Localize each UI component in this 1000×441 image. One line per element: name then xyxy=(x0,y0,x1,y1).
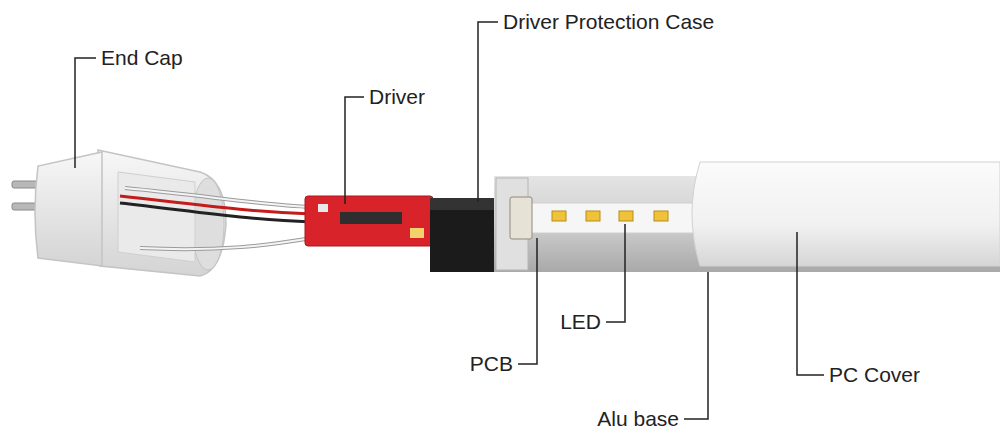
end-cap-base xyxy=(35,152,102,266)
led-chip xyxy=(619,211,633,221)
driver-board xyxy=(305,196,433,246)
driver-protection-case xyxy=(430,198,496,272)
part-label: Driver xyxy=(369,84,425,110)
pin xyxy=(12,181,38,188)
leader-line xyxy=(684,272,708,419)
pcb-connector xyxy=(510,197,532,239)
part-label: LED xyxy=(560,309,601,335)
driver-component xyxy=(318,204,328,212)
wire xyxy=(125,188,312,207)
leader-line xyxy=(478,22,498,202)
leader-line xyxy=(75,58,96,168)
part-label: Driver Protection Case xyxy=(503,9,714,35)
wire xyxy=(140,238,312,249)
led-chip xyxy=(654,211,668,221)
leader-line xyxy=(797,232,824,375)
wire xyxy=(125,188,312,207)
driver-protection-case xyxy=(430,198,496,210)
wire xyxy=(140,238,312,249)
part-label: Alu base xyxy=(597,406,679,432)
led-chip xyxy=(552,211,566,221)
leader-line xyxy=(606,224,625,322)
part-label: PC Cover xyxy=(829,362,920,388)
driver-component xyxy=(410,228,424,238)
pc-cover xyxy=(692,162,1000,266)
led-chip xyxy=(586,211,600,221)
leader-line xyxy=(345,97,364,204)
pin xyxy=(12,203,38,210)
leader-line xyxy=(518,238,537,364)
part-label: PCB xyxy=(470,351,513,377)
end-cap-opening xyxy=(192,178,224,270)
part-label: End Cap xyxy=(101,45,183,71)
pcb-strip xyxy=(526,203,706,233)
driver-component xyxy=(340,212,402,224)
